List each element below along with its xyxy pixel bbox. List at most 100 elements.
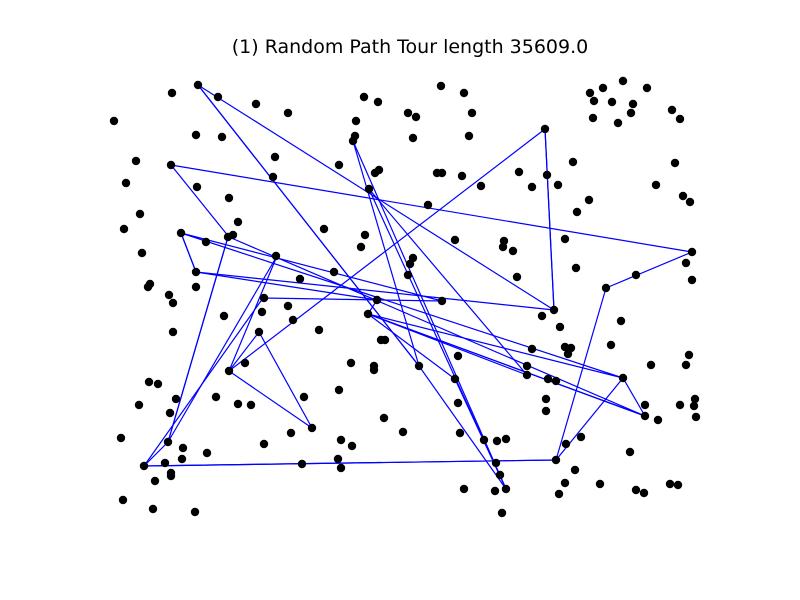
city-point: [329, 267, 339, 277]
tour-segment: [180, 232, 624, 379]
city-point: [414, 361, 424, 371]
city-point: [436, 81, 446, 91]
city-point: [501, 434, 511, 444]
city-point: [297, 459, 307, 469]
city-point: [372, 295, 382, 305]
city-point: [572, 207, 582, 217]
city-point: [479, 435, 489, 445]
tour-segment: [367, 313, 456, 380]
city-point: [283, 301, 293, 311]
city-point: [457, 171, 467, 181]
city-point: [684, 350, 694, 360]
city-point: [379, 413, 389, 423]
city-point: [219, 311, 229, 321]
city-point: [681, 360, 691, 370]
city-point: [307, 423, 317, 433]
city-point: [453, 351, 463, 361]
city-point: [408, 253, 418, 263]
city-point: [640, 411, 650, 421]
city-point: [492, 436, 502, 446]
city-point: [334, 160, 344, 170]
city-point: [613, 118, 623, 128]
city-point: [455, 428, 465, 438]
city-point: [601, 283, 611, 293]
city-point: [346, 358, 356, 368]
city-point: [543, 374, 553, 384]
city-point: [551, 455, 561, 465]
city-point: [178, 443, 188, 453]
city-point: [687, 247, 697, 257]
city-point: [527, 182, 537, 192]
city-point: [408, 133, 418, 143]
city-point: [459, 484, 469, 494]
city-point: [356, 242, 366, 252]
city-point: [351, 116, 361, 126]
tour-segment: [180, 232, 197, 273]
city-point: [143, 282, 153, 292]
city-point: [202, 448, 212, 458]
city-point: [163, 437, 173, 447]
city-point: [626, 108, 636, 118]
city-point: [459, 88, 469, 98]
city-point: [217, 132, 227, 142]
city-point: [251, 99, 261, 109]
city-point: [625, 447, 635, 457]
city-point: [673, 480, 683, 490]
city-point: [467, 108, 477, 118]
tour-segment: [367, 313, 646, 417]
city-point: [246, 400, 256, 410]
city-point: [257, 307, 267, 317]
city-point: [501, 484, 511, 494]
city-point: [191, 130, 201, 140]
city-point: [542, 170, 552, 180]
city-point: [380, 335, 390, 345]
city-point: [576, 432, 586, 442]
city-point: [168, 327, 178, 337]
city-point: [118, 495, 128, 505]
city-point: [233, 217, 243, 227]
city-point: [571, 263, 581, 273]
city-point: [223, 232, 233, 242]
city-point: [453, 398, 463, 408]
city-point: [150, 476, 160, 486]
city-point: [319, 224, 329, 234]
city-point: [295, 274, 305, 284]
tour-segment: [167, 236, 229, 443]
city-point: [139, 461, 149, 471]
city-point: [498, 242, 508, 252]
city-point: [411, 112, 421, 122]
city-point: [555, 322, 565, 332]
tour-segment: [555, 287, 607, 461]
city-point: [642, 83, 652, 93]
city-point: [259, 293, 269, 303]
city-point: [690, 394, 700, 404]
city-point: [540, 124, 550, 134]
city-point: [350, 131, 360, 141]
city-points-layer: [109, 76, 701, 518]
city-point: [134, 400, 144, 410]
city-point: [450, 374, 460, 384]
city-point: [283, 108, 293, 118]
city-point: [271, 251, 281, 261]
city-point: [259, 439, 269, 449]
city-point: [121, 178, 131, 188]
city-point: [598, 83, 608, 93]
city-point: [685, 197, 695, 207]
city-point: [233, 399, 243, 409]
city-point: [618, 76, 628, 86]
city-point: [665, 479, 675, 489]
city-point: [336, 435, 346, 445]
tour-segment: [544, 128, 555, 311]
tour-segment: [167, 255, 278, 443]
city-point: [191, 282, 201, 292]
city-point: [131, 156, 141, 166]
city-point: [678, 191, 688, 201]
tour-segment: [605, 251, 693, 289]
city-point: [691, 412, 701, 422]
city-point: [639, 488, 649, 498]
city-point: [670, 158, 680, 168]
city-point: [334, 385, 344, 395]
city-point: [191, 267, 201, 277]
city-point: [119, 224, 129, 234]
